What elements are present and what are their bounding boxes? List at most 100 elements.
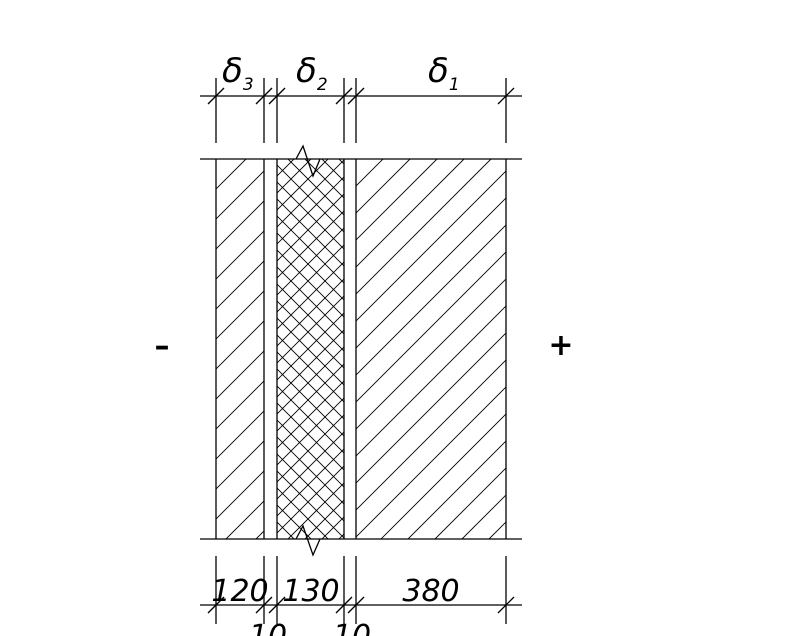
hatch-line [287,159,344,216]
hatch-line [597,159,786,539]
hatch-line [216,410,264,460]
hatch-line [434,467,506,539]
hatch-line [492,159,786,539]
hatch-line [646,159,786,539]
hatch-line [560,159,786,539]
layer-3-hatching [216,159,786,539]
hatch-line [543,159,786,539]
hatch-line [277,159,295,177]
tick-mark [268,596,286,614]
hatch-line [338,159,344,165]
hatch-line [466,159,786,539]
hatch-line [286,159,666,539]
hatch-line [356,159,384,187]
hatch-line [441,159,786,539]
hatch-line [611,159,786,539]
hatch-line [628,159,786,539]
hatch-line [356,159,736,539]
hatch-line [277,261,344,330]
hatch-line [390,159,770,539]
hatch-line [277,283,344,352]
hatch-line [346,159,726,539]
hatch-line [277,419,344,488]
wall-outline [200,158,522,540]
hatch-line [0,159,260,539]
hatch-line [321,159,344,182]
hatch-line [380,413,506,539]
hatch-line [556,159,786,539]
hatch-line [624,159,786,539]
tick-mark [347,87,365,105]
hatch-line [441,159,786,539]
tick-mark [335,596,353,614]
hatch-line [277,249,344,318]
tick-mark [255,596,273,614]
outer-side-sign: – [155,329,170,364]
dimension-layer-3: 120 [211,574,268,609]
tick-mark [497,596,515,614]
hatch-line [277,232,344,301]
hatch-line [356,159,492,295]
tick-mark [207,87,225,105]
hatch-line [645,159,786,539]
hatch-line [356,251,506,403]
hatch-line [458,159,786,539]
bottom-dimension-chain [200,556,522,624]
hatch-line [356,332,506,484]
hatch-line [679,159,786,539]
hatch-line [356,159,465,268]
dimension-layer-1: 380 [402,574,459,609]
hatch-line [216,159,217,160]
hatch-line [216,440,264,490]
hatch-line [277,521,295,539]
hatch-line [458,159,786,539]
dimension-layer-2: 130 [282,574,339,609]
layer-1-label: δ1 [428,51,460,95]
hatch-line [577,159,786,539]
hatch-line [338,533,344,539]
hatch-line [216,320,264,370]
hatch-line [543,159,786,539]
hatch-line [475,159,786,539]
bottom-break-symbol [295,524,321,557]
hatch-line [277,193,344,262]
hatch-line [651,159,786,539]
hatch-line [287,482,344,539]
hatch-line [277,300,344,369]
hatch-line [216,170,264,220]
hatch-line [705,159,786,539]
layer-2-crosshatching [0,159,786,539]
hatch-line [277,448,344,517]
hatch-line [277,176,344,245]
hatch-line [492,159,786,539]
hatch-line [321,516,344,539]
tick-mark [268,87,286,105]
hatch-line [628,159,786,539]
tick-mark [497,87,515,105]
dimension-gap-b: 10 [333,619,371,636]
hatch-line [713,159,786,539]
dimension-gap-a: 10 [249,619,287,636]
hatch-line [356,386,506,538]
hatch-line [678,159,786,539]
hatch-line [356,159,736,539]
hatch-line [356,159,411,214]
hatch-line [277,431,344,500]
hatch-line [277,380,344,449]
hatch-line [594,159,786,539]
hatch-line [730,159,786,539]
hatch-line [277,436,344,505]
hatch-line [475,159,786,539]
hatch-line [424,159,786,539]
layer-2-label: δ2 [296,51,328,95]
hatch-line [277,210,344,279]
hatch-line [407,440,506,539]
hatch-line [356,305,506,457]
hatch-line [616,159,786,539]
hatch-line [277,164,344,233]
hatch-line [277,198,344,267]
tick-mark [207,596,225,614]
hatch-line [543,159,786,539]
hatch-line [356,159,357,160]
